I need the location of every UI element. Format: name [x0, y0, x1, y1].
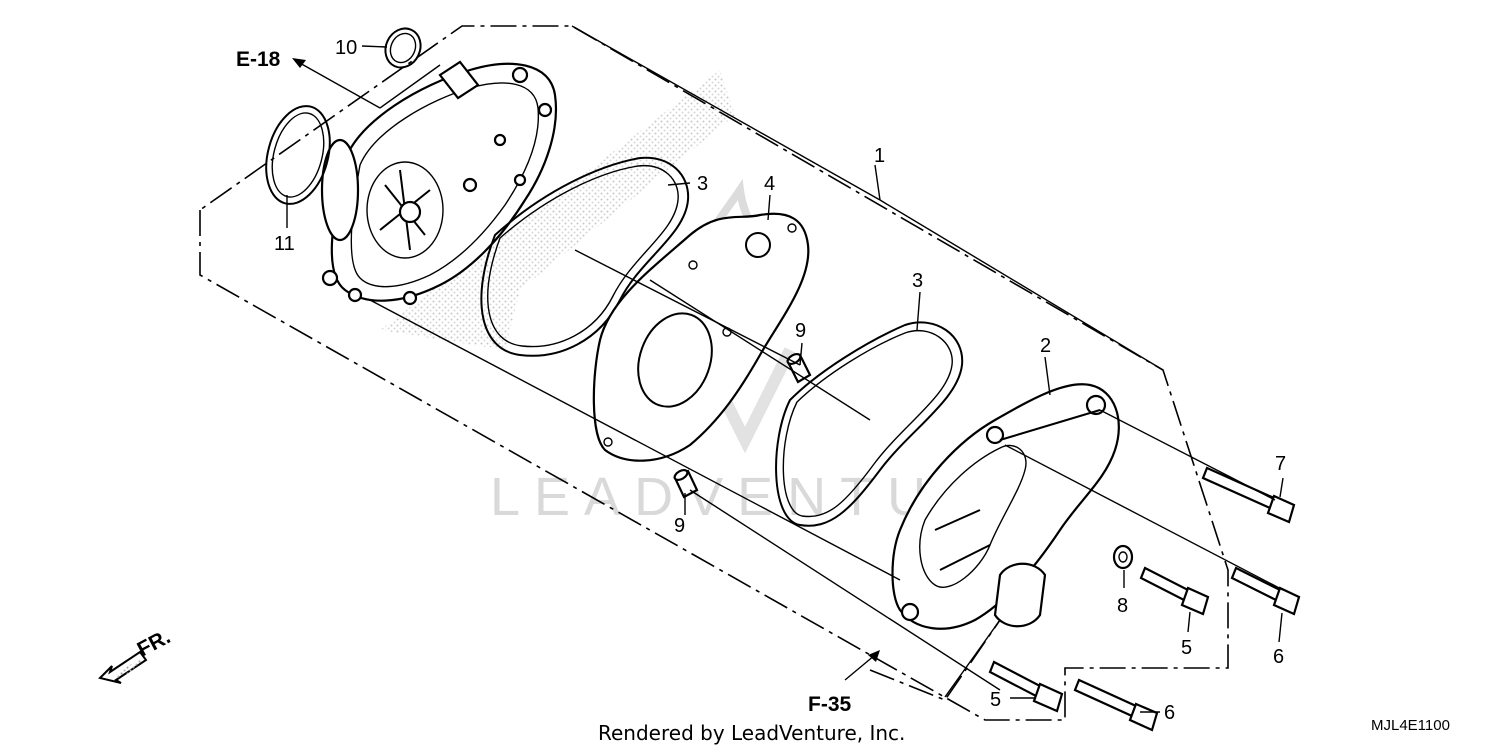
callout-3-right: 3 — [912, 270, 923, 292]
callout-5-upper: 5 — [1181, 637, 1192, 659]
pump-body — [320, 60, 557, 306]
diagram-code: MJL4E1100 — [1371, 717, 1450, 734]
ref-label-e18: E-18 — [236, 48, 281, 71]
callout-5-lower: 5 — [990, 689, 1001, 711]
callout-labels: 1 2 3 3 4 5 5 6 6 7 8 9 9 10 11 — [274, 37, 1286, 724]
callout-6-lower: 6 — [1164, 702, 1175, 724]
o-ring-3-right — [775, 321, 964, 527]
callout-2: 2 — [1040, 335, 1051, 357]
leader-lines — [286, 25, 1284, 713]
o-ring-3-left — [480, 156, 690, 357]
flange-bolt-5-lower — [988, 660, 1064, 713]
o-ring-10 — [384, 27, 422, 69]
ref-label-f35: F-35 — [808, 693, 852, 716]
callout-1: 1 — [874, 145, 885, 167]
callout-9-upper: 9 — [795, 320, 806, 342]
ref-arrow-f35: F-35 — [808, 650, 880, 716]
callout-11: 11 — [274, 233, 295, 255]
callout-8: 8 — [1117, 595, 1128, 617]
flange-bolt-5-upper — [1139, 566, 1210, 616]
sealing-washer-8 — [1112, 544, 1134, 570]
front-direction-arrow: FR. — [98, 625, 174, 684]
flange-bolt-6-upper — [1230, 566, 1301, 616]
gasket-4 — [592, 212, 810, 462]
dowel-pin-upper — [786, 352, 812, 384]
callout-6-upper: 6 — [1273, 646, 1284, 668]
callout-9-lower: 9 — [674, 515, 685, 537]
pump-cover — [891, 383, 1120, 630]
callout-4: 4 — [764, 173, 775, 195]
callout-3-left: 3 — [697, 173, 708, 195]
callout-7: 7 — [1275, 453, 1286, 475]
rendered-by-footer: Rendered by LeadVenture, Inc. — [598, 721, 905, 745]
ref-arrow-e18: E-18 — [236, 48, 441, 109]
flange-bolt-6-lower — [1073, 678, 1159, 732]
callout-10: 10 — [335, 37, 357, 59]
